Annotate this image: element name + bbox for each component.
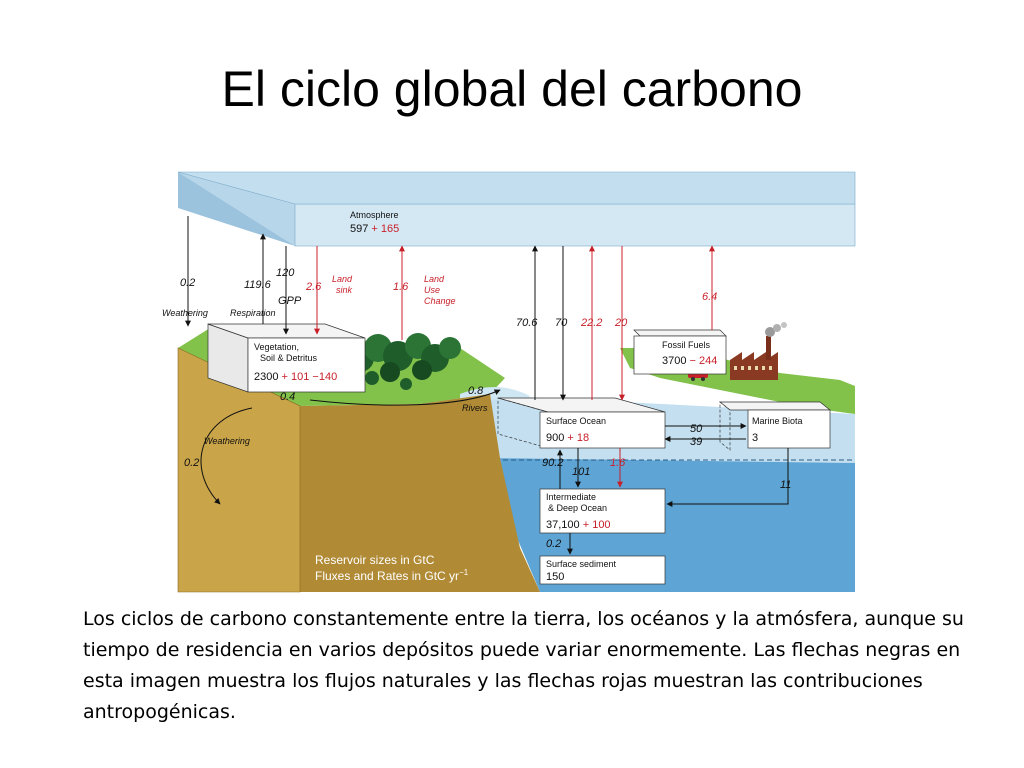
svg-text:Weathering: Weathering bbox=[162, 308, 208, 318]
legend: Reservoir sizes in GtC Fluxes and Rates … bbox=[315, 553, 469, 583]
fossil-fuels-box: Fossil Fuels 3700 − 244 bbox=[633, 329, 727, 375]
svg-text:Land: Land bbox=[332, 274, 353, 284]
svg-text:Intermediate: Intermediate bbox=[546, 492, 596, 502]
soil-runoff-flux: 0.4 bbox=[280, 391, 295, 403]
svg-text:3700 − 244: 3700 − 244 bbox=[662, 355, 717, 367]
weathering-atm-arrow: 0.2 Weathering bbox=[162, 216, 208, 327]
svg-text:Respiration: Respiration bbox=[230, 308, 276, 318]
ocean-anthro-out-arrow: 22.2 bbox=[580, 245, 602, 400]
svg-text:Surface Ocean: Surface Ocean bbox=[546, 416, 606, 426]
svg-text:6.4: 6.4 bbox=[702, 291, 717, 303]
gpp-arrow: 120 GPP bbox=[276, 246, 302, 335]
svg-text:Fossil Fuels: Fossil Fuels bbox=[662, 340, 711, 350]
svg-text:22.2: 22.2 bbox=[580, 317, 602, 329]
svg-text:0.2: 0.2 bbox=[546, 538, 561, 550]
svg-text:sink: sink bbox=[336, 285, 353, 295]
svg-text:Reservoir sizes in GtC: Reservoir sizes in GtC bbox=[315, 553, 435, 567]
svg-text:Land: Land bbox=[424, 274, 445, 284]
svg-text:& Deep Ocean: & Deep Ocean bbox=[548, 503, 607, 513]
svg-text:Rivers: Rivers bbox=[462, 403, 488, 413]
svg-text:597 + 165: 597 + 165 bbox=[350, 223, 399, 235]
surface-ocean-box: Surface Ocean 900 + 18 bbox=[497, 397, 666, 449]
vegetation-box: Vegetation, Soil & Detritus 2300 + 101 −… bbox=[207, 323, 366, 393]
svg-text:119.6: 119.6 bbox=[244, 279, 272, 291]
carbon-cycle-diagram: Vegetation, Soil & Detritus 2300 + 101 −… bbox=[162, 171, 856, 593]
svg-text:1.6: 1.6 bbox=[610, 457, 626, 469]
svg-text:101: 101 bbox=[572, 466, 590, 478]
svg-text:1.6: 1.6 bbox=[393, 281, 409, 293]
svg-text:0.2: 0.2 bbox=[180, 277, 195, 289]
weathering-ground-arrow: Weathering 0.2 bbox=[184, 407, 253, 505]
svg-text:Change: Change bbox=[424, 296, 456, 306]
upwelling-arrow: 90.2 bbox=[542, 449, 563, 489]
biota-export-arrow: 11 bbox=[666, 448, 791, 507]
svg-text:2.6: 2.6 bbox=[305, 281, 322, 293]
svg-text:11: 11 bbox=[780, 479, 791, 491]
ocean-anthro-in-arrow: 20 bbox=[614, 246, 628, 401]
sedimentation-arrow: 0.2 bbox=[546, 533, 573, 555]
caption: Los ciclos de carbono constantemente ent… bbox=[83, 608, 964, 723]
respiration-arrow: 119.6 Respiration bbox=[230, 233, 276, 324]
svg-text:GPP: GPP bbox=[278, 295, 302, 307]
svg-text:70: 70 bbox=[555, 317, 568, 329]
land-sink-arrow: 2.6 Land sink bbox=[305, 246, 353, 335]
downwelling-arrow: 101 bbox=[572, 448, 590, 488]
fossil-emissions-arrow: 6.4 bbox=[702, 245, 717, 330]
atmosphere-layer bbox=[177, 171, 856, 247]
svg-text:Soil & Detritus: Soil & Detritus bbox=[260, 353, 318, 363]
biota-uptake-arrow: 50 bbox=[665, 423, 747, 435]
svg-text:Vegetation,: Vegetation, bbox=[254, 342, 299, 352]
land-use-change-arrow: 1.6 Land Use Change bbox=[393, 245, 456, 340]
svg-text:0.8: 0.8 bbox=[468, 385, 484, 397]
deep-anthro-arrow: 1.6 bbox=[610, 448, 626, 488]
ocean-uptake-arrow: 70 bbox=[555, 246, 568, 401]
svg-text:90.2: 90.2 bbox=[542, 457, 563, 469]
atmosphere-box: Atmosphere 597 + 165 bbox=[350, 210, 399, 235]
svg-text:50: 50 bbox=[690, 423, 703, 435]
svg-text:39: 39 bbox=[690, 436, 702, 448]
svg-text:Fluxes and Rates in GtC yr−1: Fluxes and Rates in GtC yr−1 bbox=[315, 568, 469, 583]
forest-icon bbox=[346, 333, 461, 390]
svg-text:3: 3 bbox=[752, 432, 758, 444]
svg-text:Atmosphere: Atmosphere bbox=[350, 210, 399, 220]
rivers-arrow: 0.8 Rivers bbox=[309, 385, 501, 413]
deep-ocean-box: Intermediate & Deep Ocean 37,100 + 100 bbox=[539, 488, 666, 534]
svg-text:37,100 + 100: 37,100 + 100 bbox=[546, 519, 611, 531]
svg-text:2300 + 101 −140: 2300 + 101 −140 bbox=[254, 371, 337, 383]
ground-section bbox=[177, 347, 540, 593]
ocean-outgassing-arrow: 70.6 bbox=[516, 245, 538, 400]
slide-title: El ciclo global del carbono bbox=[221, 61, 803, 117]
marine-biota-box: Marine Biota 3 bbox=[719, 401, 831, 451]
svg-text:Use: Use bbox=[424, 285, 440, 295]
svg-text:900 + 18: 900 + 18 bbox=[546, 432, 589, 444]
svg-text:20: 20 bbox=[614, 317, 628, 329]
biota-return-arrow: 39 bbox=[664, 436, 746, 448]
svg-text:120: 120 bbox=[276, 267, 295, 279]
svg-text:Weathering: Weathering bbox=[204, 436, 250, 446]
svg-text:0.4: 0.4 bbox=[280, 391, 295, 403]
svg-text:Surface sediment: Surface sediment bbox=[546, 559, 617, 569]
svg-text:70.6: 70.6 bbox=[516, 317, 538, 329]
svg-text:0.2: 0.2 bbox=[184, 457, 199, 469]
sediment-box: Surface sediment 150 bbox=[539, 555, 666, 585]
factory-icon bbox=[730, 322, 787, 380]
svg-text:150: 150 bbox=[546, 571, 564, 583]
svg-text:Marine Biota: Marine Biota bbox=[752, 416, 803, 426]
